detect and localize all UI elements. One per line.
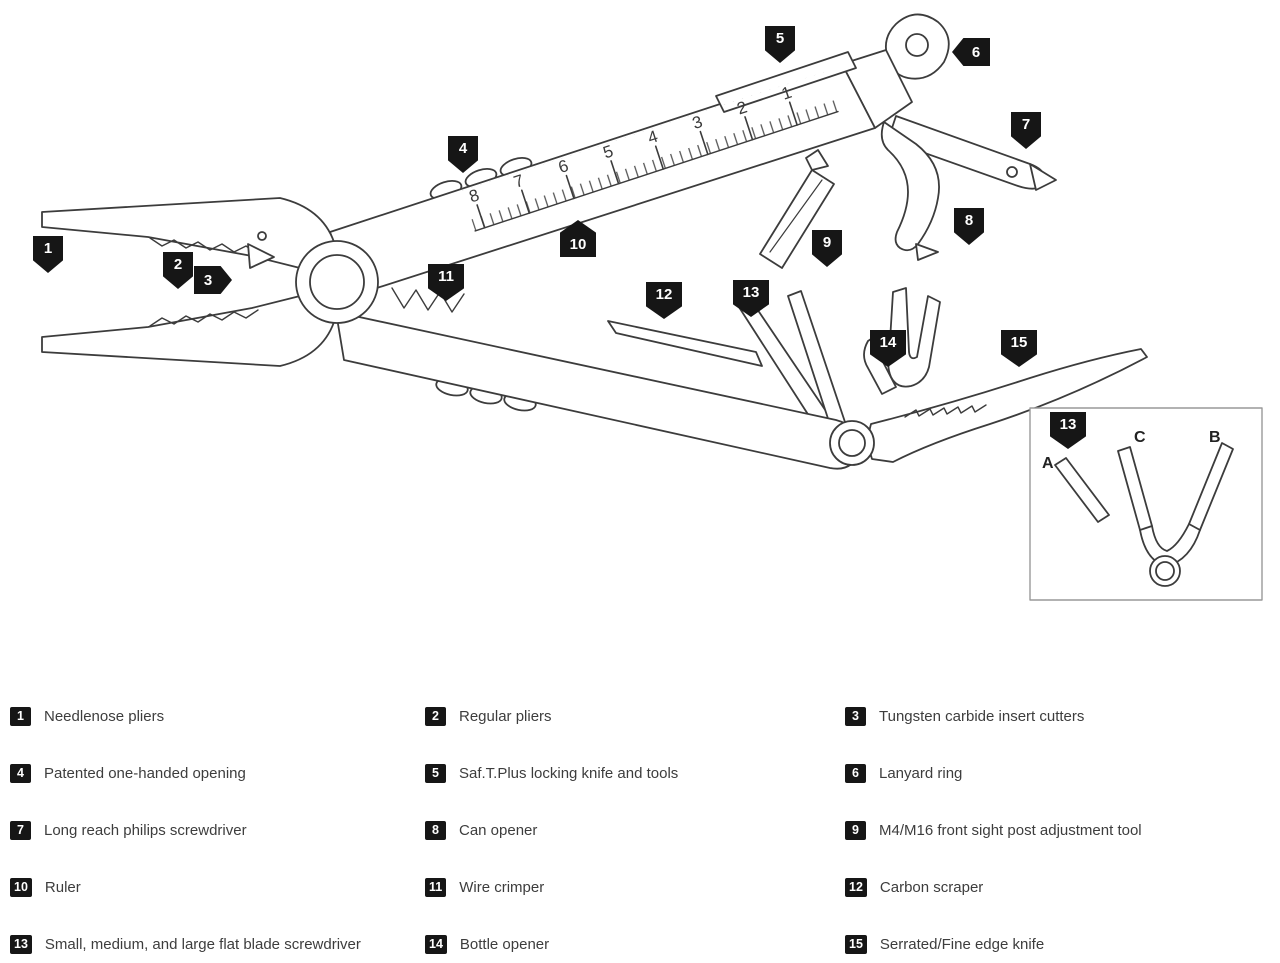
legend-item-4: 4 Patented one-handed opening [10,763,425,783]
legend-number: 10 [10,877,32,897]
legend-label: Patented one-handed opening [44,764,246,782]
can-opener [880,121,940,252]
legend-number: 7 [10,820,31,840]
main-pivot-hole [309,254,365,310]
legend-number: 5 [425,763,446,783]
legend-item-7: 7 Long reach philips screwdriver [10,820,425,840]
legend-item-11: 11 Wire crimper [425,877,845,897]
legend-item-8: 8 Can opener [425,820,845,840]
knife-serration [904,404,987,418]
legend-label: Ruler [44,878,81,896]
legend-label: Wire crimper [459,878,545,896]
legend-number: 6 [845,763,866,783]
jaw-teeth-lower [149,309,259,327]
inset-label-c: C [1134,429,1146,446]
philips-tip [1029,163,1057,191]
legend-item-1: 1 Needlenose pliers [10,706,425,726]
inset-joint-hole [1155,561,1175,581]
needlenose-lower-jaw [41,295,339,367]
can-opener-spur [915,243,939,261]
legend-label: Carbon scraper [879,878,984,896]
legend-item-9: 9 M4/M16 front sight post adjustment tool [845,820,1272,840]
lower-pivot-hole [838,429,866,457]
legend-label: Small, medium, and large flat blade scre… [44,935,361,953]
legend-label: Tungsten carbide insert cutters [879,707,1085,725]
legend-number: 8 [425,820,446,840]
legend-label: Needlenose pliers [44,707,165,725]
jaw-teeth-upper [149,237,259,255]
legend-number: 1 [10,706,31,726]
legend-label: M4/M16 front sight post adjustment tool [879,821,1142,839]
legend-item-15: 15 Serrated/Fine edge knife [845,934,1272,954]
flat-screwdriver-claw [887,287,941,388]
legend-item-2: 2 Regular pliers [425,706,845,726]
lower-handle [335,311,860,470]
legend-number: 4 [10,763,31,783]
legend-label: Can opener [459,821,538,839]
multitool-figure: 8 7 6 5 4 3 2 1 [33,13,1263,601]
legend-number: 13 [10,934,32,954]
legend-item-6: 6 Lanyard ring [845,763,1272,783]
multitool-illustration: 8 7 6 5 4 3 2 1 [41,13,1263,601]
legend-label: Serrated/Fine edge knife [879,935,1045,953]
legend-item-12: 12 Carbon scraper [845,877,1272,897]
carbide-cutter [247,243,275,269]
lanyard-ring-hole [905,33,929,57]
legend: 1 Needlenose pliers 2 Regular pliers 3 Tung… [10,706,1272,954]
legend-item-10: 10 Ruler [10,877,425,897]
legend-number: 9 [845,820,866,840]
legend-label: Long reach philips screwdriver [44,821,247,839]
carbon-scraper [607,320,763,367]
wire-crimper [391,287,465,313]
legend-label: Lanyard ring [879,764,963,782]
legend-number: 12 [845,877,867,897]
legend-item-13: 13 Small, medium, and large flat blade sc… [10,934,425,954]
legend-number: 14 [425,934,447,954]
legend-label: Bottle opener [459,935,550,953]
inset-u-notch-inner [1151,523,1190,552]
legend-item-14: 14 Bottle opener [425,934,845,954]
legend-number: 3 [845,706,866,726]
ruler: 8 7 6 5 4 3 2 1 [462,71,839,232]
inset-label-a: A [1042,455,1054,472]
legend-number: 15 [845,934,867,954]
cutter-pin [257,231,267,241]
legend-number: 11 [425,877,447,897]
serrated-knife [867,348,1148,463]
legend-label: Saf.T.Plus locking knife and tools [459,764,679,782]
legend-item-5: 5 Saf.T.Plus locking knife and tools [425,763,845,783]
inset-label-b: B [1209,429,1221,446]
sight-adjustment-tool [759,149,835,269]
philips-hole [1006,166,1018,178]
inset-prong-a [1054,457,1110,523]
legend-item-3: 3 Tungsten carbide insert cutters [845,706,1272,726]
legend-number: 2 [425,706,446,726]
legend-label: Regular pliers [459,707,552,725]
